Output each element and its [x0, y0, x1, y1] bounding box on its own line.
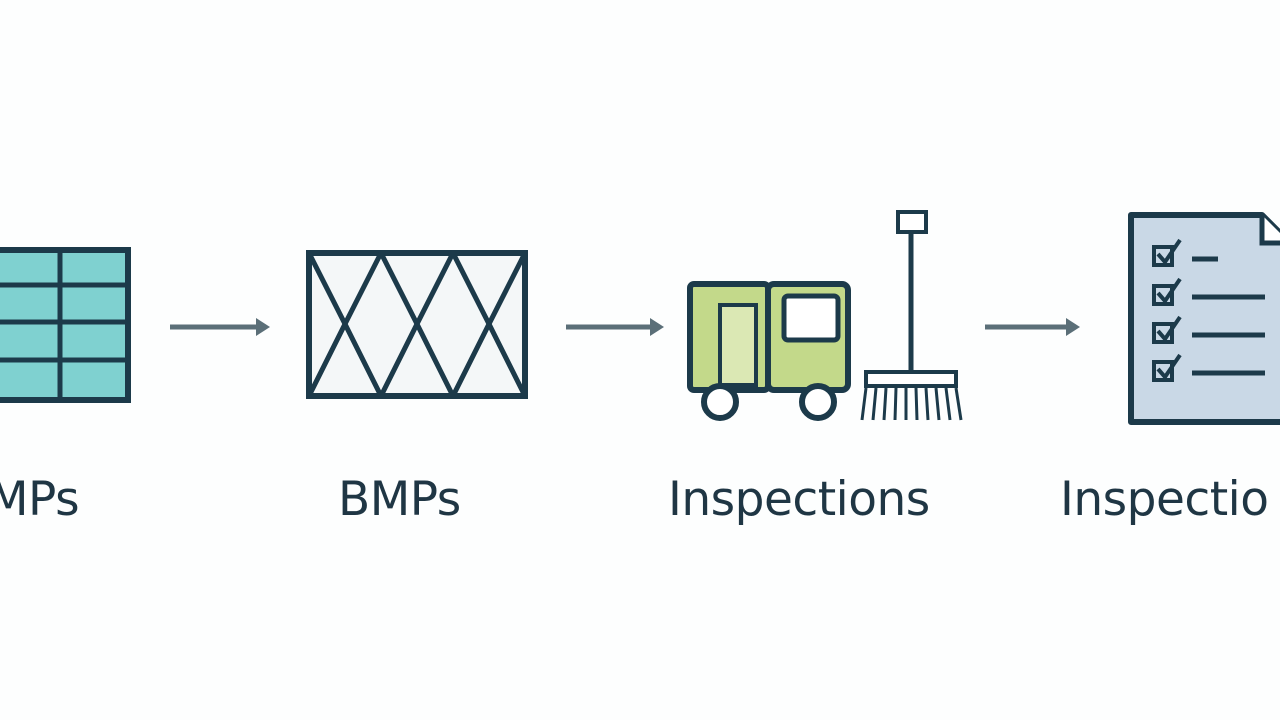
truck-icon — [687, 281, 851, 421]
checkbox-row — [1152, 238, 1218, 267]
grid-panel-icon — [0, 247, 131, 403]
step-label-inspections-cropped: Inspectio — [1060, 472, 1269, 527]
mesh-filter-icon — [306, 250, 528, 399]
checklist-document-icon — [1128, 212, 1280, 425]
step-label-inspections: Inspections — [668, 472, 930, 527]
checkbox-row — [1152, 277, 1265, 306]
step-label-bmps: BMPs — [338, 472, 461, 527]
arrow-right-icon — [566, 318, 664, 336]
arrow-right-icon — [985, 318, 1080, 336]
step-label-mps: MPs — [0, 472, 80, 527]
checkbox-row — [1152, 315, 1265, 344]
checkbox-row — [1152, 353, 1265, 382]
arrow-right-icon — [170, 318, 270, 336]
broom-icon — [860, 210, 963, 421]
